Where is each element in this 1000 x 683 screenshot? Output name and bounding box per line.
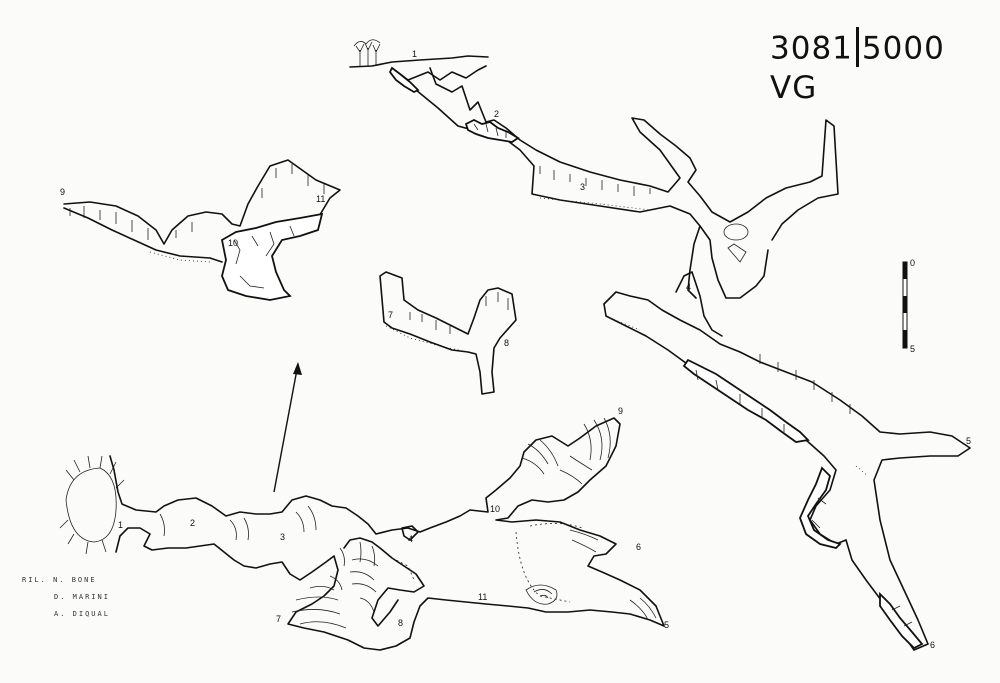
station-label: 11 [316, 194, 325, 204]
station-label: 1 [412, 49, 417, 59]
scale-bar: 0 5 [902, 258, 915, 354]
station-label: 8 [504, 338, 509, 348]
station-label: 4 [408, 534, 413, 544]
survey-credits: RIL. N. BONE D. MARINI A. DIQUAL [22, 572, 110, 623]
station-label: 2 [494, 109, 499, 119]
surveyor-name: D. MARINI [54, 593, 110, 601]
scale-label-bottom: 5 [910, 344, 915, 354]
station-label: 3 [580, 182, 585, 192]
station-label: 8 [398, 618, 403, 628]
profile-main: 1 2 3 4 5 6 [349, 39, 971, 651]
profile-middle: 7 8 [379, 271, 517, 395]
station-label: 11 [478, 592, 487, 602]
scale-label-top: 0 [910, 258, 915, 268]
station-label: 5 [966, 436, 971, 446]
station-label: 4 [686, 282, 691, 292]
station-label: 6 [930, 640, 935, 650]
station-label: 7 [276, 614, 281, 624]
station-label: 7 [388, 310, 393, 320]
cave-number: 3081 [770, 30, 853, 67]
surveyor-name: N. BONE [53, 576, 97, 584]
station-label: 9 [60, 187, 65, 197]
station-label: 10 [490, 504, 500, 514]
credits-prefix: RIL. [22, 576, 47, 584]
north-arrow-icon [273, 362, 302, 493]
station-label: 6 [636, 542, 641, 552]
station-label: 10 [228, 238, 238, 248]
plan-view: 1 2 3 4 5 6 7 8 9 10 11 [59, 406, 669, 651]
station-label: 1 [118, 520, 123, 530]
trees-icon [353, 39, 381, 67]
title-divider [855, 27, 859, 67]
cave-registry: 5000 VG [770, 30, 945, 107]
station-label: 9 [618, 406, 623, 416]
station-label: 2 [190, 518, 195, 528]
surveyor-name: A. DIQUAL [54, 610, 110, 618]
profile-left: 9 10 11 [60, 159, 341, 301]
station-label: 5 [664, 620, 669, 630]
station-label: 3 [280, 532, 285, 542]
